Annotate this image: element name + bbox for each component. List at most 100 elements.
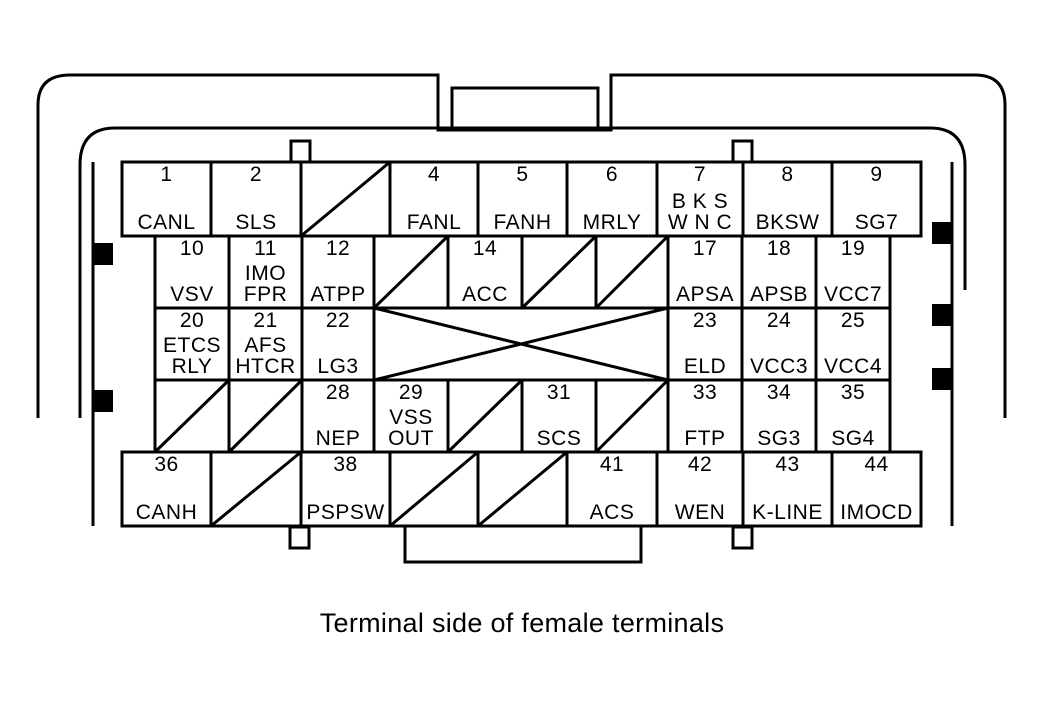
terminal-number: 42 (687, 453, 713, 476)
terminal-number: 33 (692, 381, 718, 404)
blank-terminal-slash (594, 378, 670, 454)
terminal-number: 17 (692, 237, 718, 260)
signal-line: RLY (171, 355, 213, 378)
terminal-cell-border (830, 450, 923, 528)
lock-block-right-2 (932, 304, 952, 326)
connector-inner-housing (78, 126, 967, 418)
signal-line: SLS (235, 211, 277, 234)
terminal-signal-name: SG7 (855, 212, 899, 233)
empty-block-cross (373, 306, 669, 382)
signal-line: CANH (135, 501, 198, 524)
blank-terminal-slash (153, 378, 231, 454)
blank-terminal-slash (477, 450, 568, 528)
signal-line: LG3 (317, 355, 359, 378)
terminal-number: 4 (427, 163, 441, 186)
top-latch (450, 86, 600, 132)
signal-line: FANL (406, 211, 462, 234)
signal-line: PSPSW (306, 501, 385, 524)
lock-block-left-upper (93, 243, 113, 265)
terminal-signal-name: IMOCD (840, 502, 913, 523)
terminal-signal-name: NEP (316, 428, 361, 449)
terminal-signal-name: SG3 (757, 428, 801, 449)
terminal-signal-name: BKSW (756, 212, 820, 233)
terminal-number: 28 (325, 381, 351, 404)
terminal-signal-name: APSB (750, 284, 808, 305)
blank-terminal-slash (372, 234, 450, 310)
terminal-number: 22 (325, 309, 351, 332)
bottom-tab-right (731, 525, 754, 550)
terminal-number: 35 (840, 381, 866, 404)
top-tab-left (289, 139, 312, 164)
signal-line: FTP (684, 427, 726, 450)
terminal-signal-name: FTP (684, 428, 725, 449)
terminal-grid (120, 160, 923, 528)
signal-line: ELD (683, 355, 727, 378)
terminal-signal-name: SCS (537, 428, 582, 449)
terminal-number: 31 (546, 381, 572, 404)
terminal-signal-name: LG3 (317, 356, 358, 377)
terminal-number: 12 (325, 237, 351, 260)
terminal-signal-name: ATPP (310, 284, 365, 305)
terminal-signal-name: ACC (462, 284, 508, 305)
terminal-number: 5 (516, 163, 529, 186)
terminal-signal-name: FANL (407, 212, 462, 233)
blank-terminal-slash (389, 450, 479, 528)
terminal-signal-name: PSPSW (306, 502, 384, 523)
terminal-number: 21 (253, 309, 278, 332)
signal-line: W N C (667, 211, 733, 234)
signal-line: B K S (671, 190, 729, 213)
terminal-number: 23 (692, 309, 718, 332)
signal-line: SCS (536, 427, 582, 450)
terminal-number: 38 (333, 453, 358, 476)
terminal-number: 43 (775, 453, 800, 476)
terminal-signal-name: APSA (676, 284, 734, 305)
blank-terminal-slash (594, 234, 670, 310)
signal-line: VCC4 (823, 355, 883, 378)
terminal-signal-name: CANH (136, 502, 198, 523)
terminal-number: 18 (766, 237, 792, 260)
bottom-tab-left (288, 525, 311, 550)
blank-terminal-slash (227, 378, 304, 454)
terminal-number: 11 (254, 237, 277, 260)
terminal-number: 41 (599, 453, 625, 476)
terminal-signal-name: K-LINE (752, 502, 823, 523)
diagram-caption: Terminal side of female terminals (319, 608, 725, 638)
terminal-signal-name: MRLY (583, 212, 642, 233)
lock-block-left-lower (93, 390, 113, 412)
terminal-signal-name: VSV (170, 284, 214, 305)
signal-line: AFS (244, 334, 287, 357)
terminal-number: 24 (766, 309, 792, 332)
signal-line: NEP (315, 427, 361, 450)
terminal-number: 29 (398, 381, 424, 404)
top-tab-right (731, 139, 754, 164)
signal-line: WEN (674, 501, 726, 524)
signal-line: VSS (389, 406, 433, 429)
lock-block-right-3 (932, 368, 952, 390)
